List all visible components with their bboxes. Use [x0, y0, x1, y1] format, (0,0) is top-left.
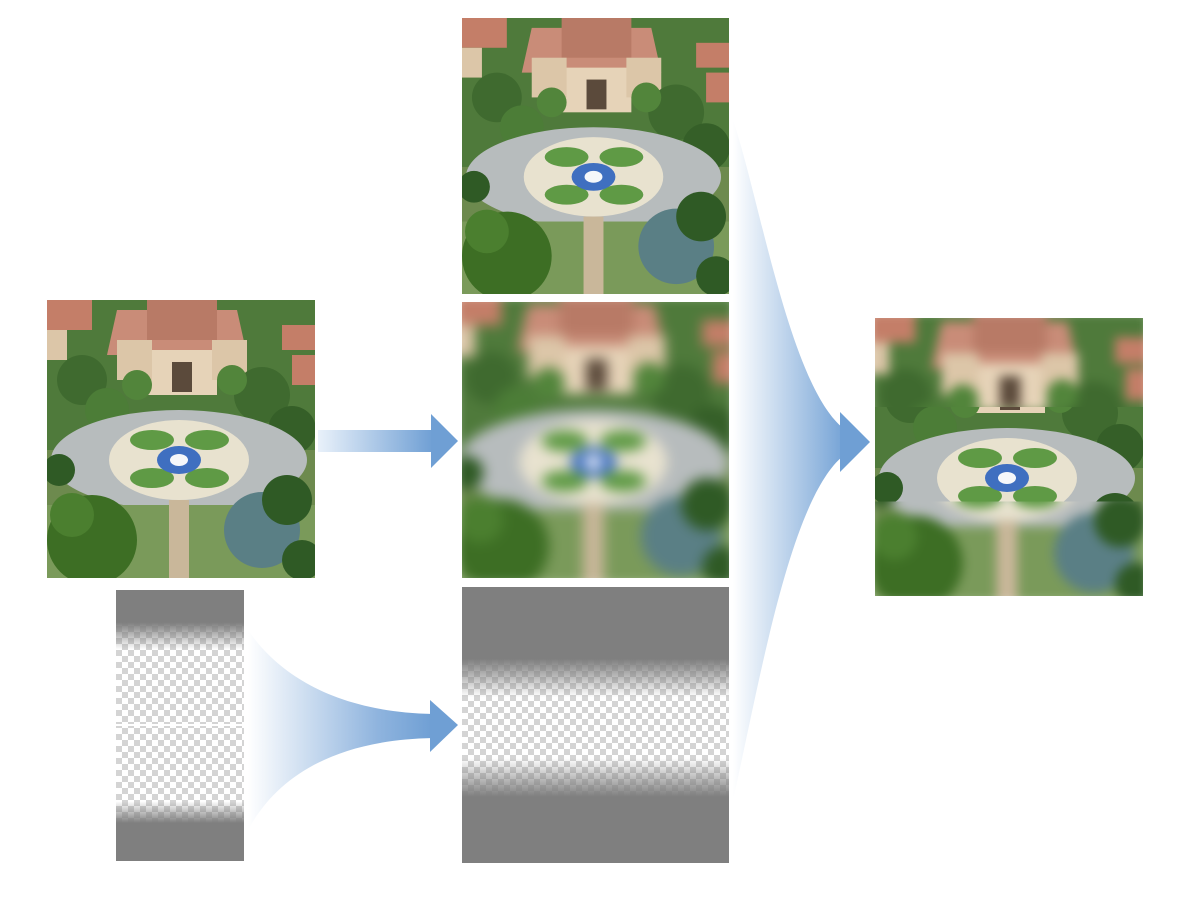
blurred-photo-panel	[462, 302, 729, 578]
aerial-photo-icon	[47, 300, 315, 578]
gradient-mask-icon	[462, 587, 729, 863]
gradient-mask-icon	[116, 590, 244, 861]
blurred-photo-icon	[462, 302, 729, 578]
arrow-merge-to-result-icon	[733, 120, 870, 800]
wide-mask-panel	[462, 587, 729, 863]
sharp-photo-panel	[462, 18, 729, 294]
arrow-mask-to-wide-icon	[248, 630, 458, 830]
result-photo-panel	[875, 318, 1143, 596]
input-photo-panel	[47, 300, 315, 578]
mask-strip-panel	[116, 590, 244, 861]
aerial-photo-icon	[462, 18, 729, 294]
arrow-input-to-blur-icon	[318, 414, 458, 468]
